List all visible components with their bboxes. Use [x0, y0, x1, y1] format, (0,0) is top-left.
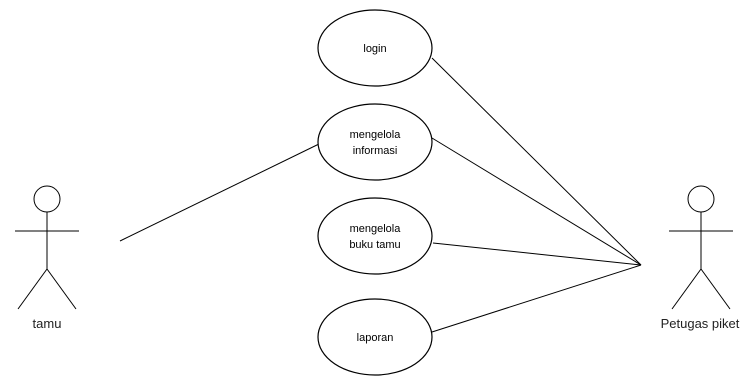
- association-petugas-mengelola-buku-tamu: [432, 242, 642, 266]
- use-case-laporan-label: laporan: [357, 332, 394, 344]
- stick-figure-icon: [669, 185, 733, 310]
- association-petugas-login: [431, 57, 642, 266]
- use-case-mengelola-buku-tamu: mengelola buku tamu: [317, 197, 433, 275]
- actor-petugas-piket: Petugas piket: [661, 185, 740, 331]
- use-case-laporan: laporan: [317, 298, 433, 376]
- association-tamu-mengelola-informasi: [119, 142, 322, 242]
- use-case-mengelola-buku-tamu-line2: buku tamu: [349, 239, 400, 251]
- use-case-mengelola-informasi-line2: informasi: [353, 145, 398, 157]
- association-petugas-mengelola-informasi: [431, 137, 642, 266]
- actor-tamu-label: tamu: [33, 316, 62, 331]
- association-petugas-laporan: [431, 264, 642, 333]
- use-case-login-label: login: [363, 43, 386, 55]
- use-case-mengelola-informasi: mengelola informasi: [317, 103, 433, 181]
- stick-figure-icon: [15, 185, 79, 310]
- use-case-login: login: [317, 9, 433, 87]
- associations: [119, 57, 642, 333]
- actor-petugas-piket-label: Petugas piket: [661, 316, 740, 331]
- use-case-mengelola-informasi-line1: mengelola: [350, 129, 402, 141]
- use-case-mengelola-buku-tamu-line1: mengelola: [350, 223, 402, 235]
- actor-tamu: tamu: [15, 185, 79, 331]
